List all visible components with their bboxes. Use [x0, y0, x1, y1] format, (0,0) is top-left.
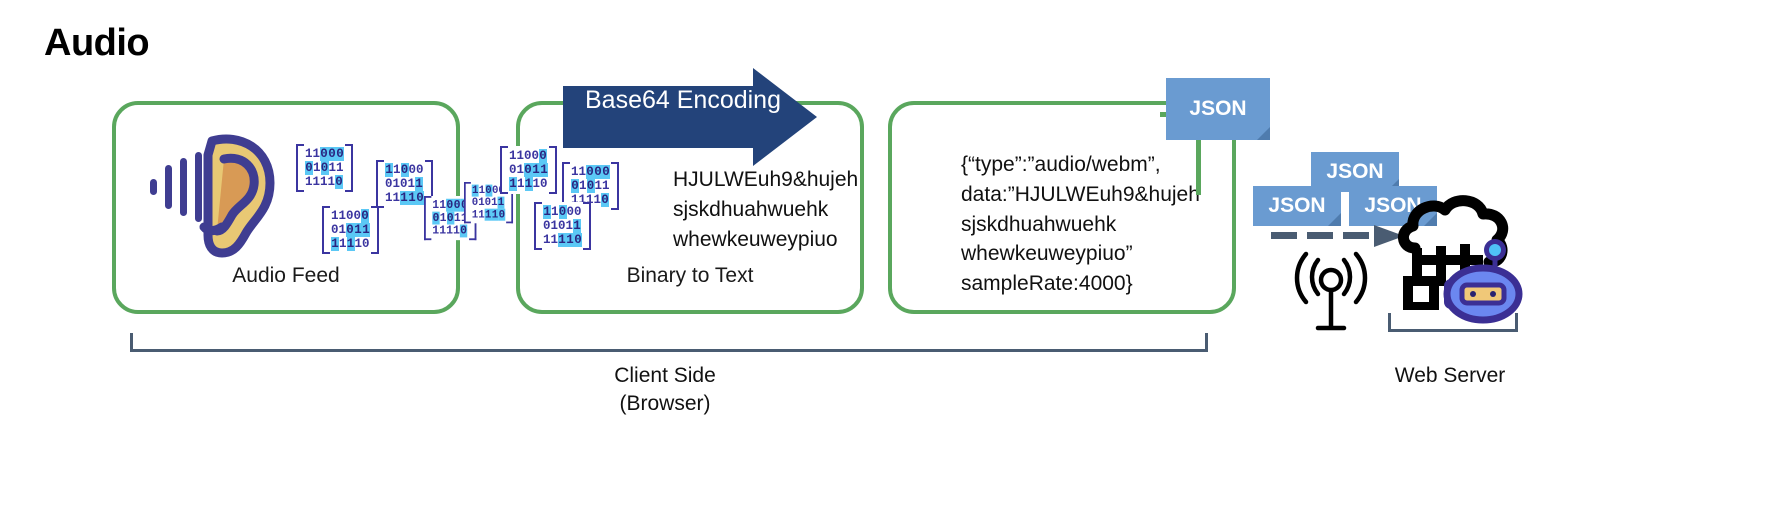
- bracket-left-icon: [376, 160, 384, 208]
- binary-matrix-row: 01011: [385, 177, 424, 191]
- panel-binary-to-text-label: Binary to Text: [626, 264, 754, 287]
- base64-encoding-label: Base64 Encoding: [585, 86, 781, 114]
- bracket-right-icon: [371, 206, 380, 254]
- bracket-client-side: [130, 333, 1208, 352]
- binary-matrix-row: 01011: [432, 211, 468, 225]
- bracket-web-server: [1388, 313, 1518, 332]
- ear-shape: [199, 134, 275, 258]
- json-payload-text: {“type”:”audio/webm”, data:”HJULWEuh9&hu…: [961, 153, 1200, 296]
- bracket-right-icon: [611, 162, 620, 210]
- json-badge-top-label: JSON: [1326, 160, 1384, 183]
- json-badge-right-label: JSON: [1364, 194, 1422, 217]
- page-fold-icon: [1424, 213, 1437, 226]
- json-badge-top: JSON: [1311, 152, 1399, 192]
- json-badge-left: JSON: [1253, 186, 1341, 226]
- transfer-dash-2: [1307, 232, 1333, 239]
- antenna-icon: [1288, 251, 1374, 334]
- binary-matrix-row: 01011: [471, 196, 505, 209]
- bracket-right-icon: [583, 202, 592, 250]
- bracket-left-icon: [500, 146, 508, 194]
- json-badge-primary: JSON: [1166, 78, 1270, 140]
- binary-matrix-row: 11110: [509, 177, 548, 191]
- binary-matrix-row: 11000: [385, 163, 424, 177]
- binary-matrix-row: 01011: [305, 161, 344, 175]
- bracket-left-icon: [296, 144, 304, 192]
- binary-matrix-row: 11110: [432, 224, 468, 238]
- json-connector-vertical: [1196, 135, 1201, 195]
- bracket-right-icon: [345, 144, 354, 192]
- binary-matrix-row: 11000: [432, 198, 469, 212]
- cloud-server-robot-icon: [1395, 190, 1525, 324]
- binary-matrix-row: 01011: [509, 163, 549, 177]
- transfer-dash-3: [1343, 232, 1369, 239]
- encoded-text: HJULWEuh9&hujeh sjskdhuahwuehk whewkeuwe…: [673, 168, 859, 251]
- binary-matrix-row: 01011: [543, 219, 582, 233]
- binary-matrix-row: 11110: [331, 237, 370, 251]
- bracket-left-icon: [322, 206, 330, 254]
- bracket-left-icon: [424, 196, 432, 241]
- ear-icon: [148, 131, 280, 259]
- binary-matrix-row: 11110: [305, 175, 344, 189]
- bracket-left-icon: [464, 182, 471, 224]
- bracket-web-server-label: Web Server: [1394, 364, 1506, 387]
- page-title: Audio: [44, 22, 150, 64]
- bracket-client-side-label: Client Side (Browser): [614, 364, 716, 416]
- page-fold-icon: [1328, 213, 1341, 226]
- binary-matrix-row: 11110: [385, 191, 425, 205]
- transfer-dash-1: [1271, 232, 1297, 239]
- binary-matrix-row: 11110: [471, 208, 506, 221]
- binary-matrix-row: 11000: [509, 149, 548, 163]
- base64-encoding-arrow: Base64 Encoding: [563, 68, 817, 166]
- json-badge-primary-label: JSON: [1189, 97, 1247, 120]
- binary-matrix-row: 01011: [331, 223, 371, 237]
- page-fold-icon: [1257, 127, 1270, 140]
- binary-matrix-row: 01011: [571, 179, 610, 193]
- json-badge-left-label: JSON: [1268, 194, 1326, 217]
- bracket-left-icon: [534, 202, 542, 250]
- binary-matrix-row: 11110: [543, 233, 583, 247]
- panel-audio-feed-label: Audio Feed: [232, 264, 340, 287]
- transfer-arrow-icon: [1374, 222, 1404, 250]
- bracket-right-icon: [549, 146, 558, 194]
- binary-matrix-row: 11000: [305, 147, 345, 161]
- binary-matrix-row: 11000: [543, 205, 582, 219]
- binary-matrix-row: 11110: [571, 193, 610, 207]
- binary-matrix-row: 11000: [571, 165, 611, 179]
- binary-matrix-row: 11000: [331, 209, 370, 223]
